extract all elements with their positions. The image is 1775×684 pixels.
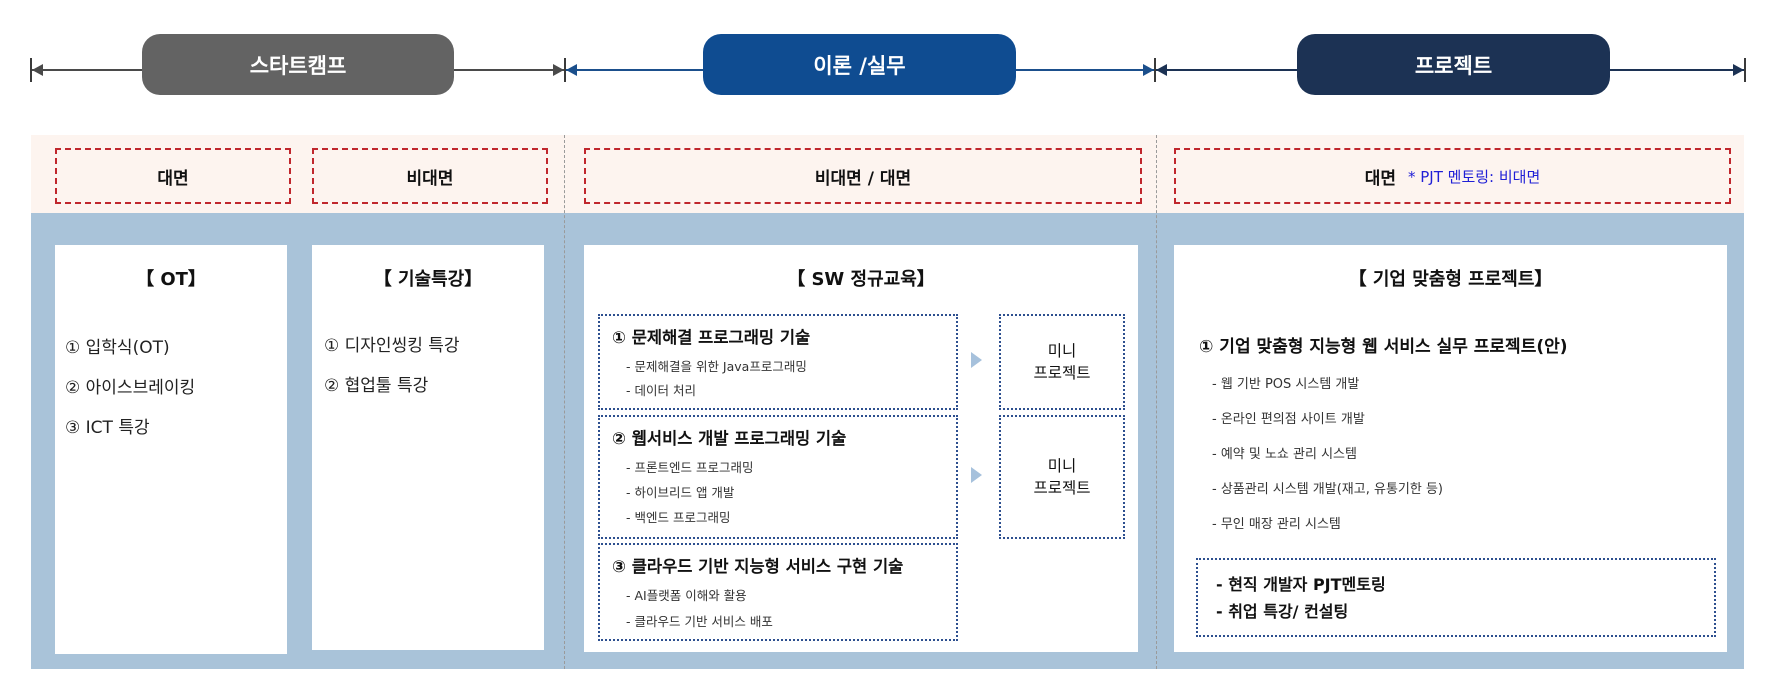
mini-project-box: 미니 프로젝트 [999,314,1125,410]
mini-project-box: 미니 프로젝트 [999,415,1125,539]
course-title: ② 웹서비스 개발 프로그래밍 기술 [612,429,847,448]
arrow-left-icon [566,64,577,76]
list-item: ③ ICT 특강 [65,418,150,438]
timeline-tick-2 [1154,58,1156,82]
list-item: ② 아이스브레이킹 [65,378,196,398]
project-item: - 온라인 편의점 사이트 개발 [1212,412,1365,427]
company-project-panel: 【 기업 맞춤형 프로젝트】 ① 기업 맞춤형 지능형 웹 서비스 실무 프로젝… [1174,245,1727,652]
mode-label: 대면 [1364,168,1396,189]
course-title: ③ 클라우드 기반 지능형 서비스 구현 기술 [612,557,904,576]
mode-label: 비대면 [406,168,454,189]
triangle-right-icon [971,467,982,483]
course-subitem: - AI플랫폼 이해와 활용 [626,588,747,603]
panel-title: 【 기술특강】 [373,269,483,290]
ot-panel: 【 OT】 ① 입학식(OT) ② 아이스브레이킹 ③ ICT 특강 [55,245,287,654]
course-subitem: - 클라우드 기반 서비스 배포 [626,614,773,629]
timeline-tick-1 [564,58,566,82]
course-subitem: - 데이터 처리 [626,383,696,398]
arrow-right-icon [1143,64,1154,76]
mini-project-line2: 프로젝트 [1033,479,1091,497]
sw-curriculum-panel: 【 SW 정규교육】 ① 문제해결 프로그래밍 기술 - 문제해결을 위한 Ja… [584,245,1138,652]
course-subitem: - 하이브리드 앱 개발 [626,485,735,500]
list-item: ① 디자인씽킹 특강 [324,336,460,356]
course-subitem: - 문제해결을 위한 Java프로그래밍 [626,359,807,374]
arrow-left-icon [32,64,43,76]
tech-lecture-panel: 【 기술특강】 ① 디자인씽킹 특강 ② 협업툴 특강 [312,245,544,650]
project-item: - 예약 및 노쇼 관리 시스템 [1212,447,1357,462]
mini-project-line1: 미니 [1047,342,1077,360]
triangle-right-icon [971,352,982,368]
panel-title: 【 SW 정규교육】 [787,269,935,290]
course-title: ① 문제해결 프로그래밍 기술 [612,328,811,347]
phase-theory-practice: 이론 /실무 [703,34,1016,95]
phase-project: 프로젝트 [1297,34,1610,95]
mentoring-item: - 취업 특강/ 컨설팅 [1216,602,1349,621]
arrow-right-icon [1733,64,1744,76]
mode-box-theory: 비대면 / 대면 [584,148,1142,204]
mini-project-line2: 프로젝트 [1033,364,1091,382]
mentoring-note: * PJT 멘토링: 비대면 [1407,167,1541,186]
project-heading: ① 기업 맞춤형 지능형 웹 서비스 실무 프로젝트(안) [1199,337,1568,357]
phase-startcamp: 스타트캠프 [142,34,454,95]
mode-box-tech-lecture: 비대면 [312,148,548,204]
column-divider [1156,135,1157,669]
mode-label: 비대면 / 대면 [814,168,912,189]
arrow-left-icon [1156,64,1167,76]
course-box-problem-solving: ① 문제해결 프로그래밍 기술 - 문제해결을 위한 Java프로그래밍 - 데… [598,314,958,410]
course-subitem: - 프론트엔드 프로그래밍 [626,460,754,475]
project-item: - 웹 기반 POS 시스템 개발 [1212,377,1360,392]
list-item: ① 입학식(OT) [65,338,170,358]
timeline-tick-end [1744,58,1746,82]
list-item: ② 협업툴 특강 [324,376,429,396]
mode-box-project: 대면 * PJT 멘토링: 비대면 [1174,148,1731,204]
mode-label: 대면 [157,168,189,189]
panel-title: 【 OT】 [136,269,206,290]
column-divider [564,135,565,669]
mentoring-box: - 현직 개발자 PJT멘토링 - 취업 특강/ 컨설팅 [1196,558,1716,637]
timeline-tick-start [30,58,32,82]
mode-box-ot: 대면 [55,148,291,204]
course-box-web-service: ② 웹서비스 개발 프로그래밍 기술 - 프론트엔드 프로그래밍 - 하이브리드… [598,415,958,539]
project-item: - 무인 매장 관리 시스템 [1212,517,1341,532]
mini-project-line1: 미니 [1047,457,1077,475]
mentoring-item: - 현직 개발자 PJT멘토링 [1216,575,1386,594]
arrow-right-icon [553,64,564,76]
panel-title: 【 기업 맞춤형 프로젝트】 [1348,269,1553,290]
course-box-cloud: ③ 클라우드 기반 지능형 서비스 구현 기술 - AI플랫폼 이해와 활용 -… [598,543,958,641]
project-item: - 상품관리 시스템 개발(재고, 유통기한 등) [1212,482,1443,497]
course-subitem: - 백엔드 프로그래밍 [626,510,731,525]
